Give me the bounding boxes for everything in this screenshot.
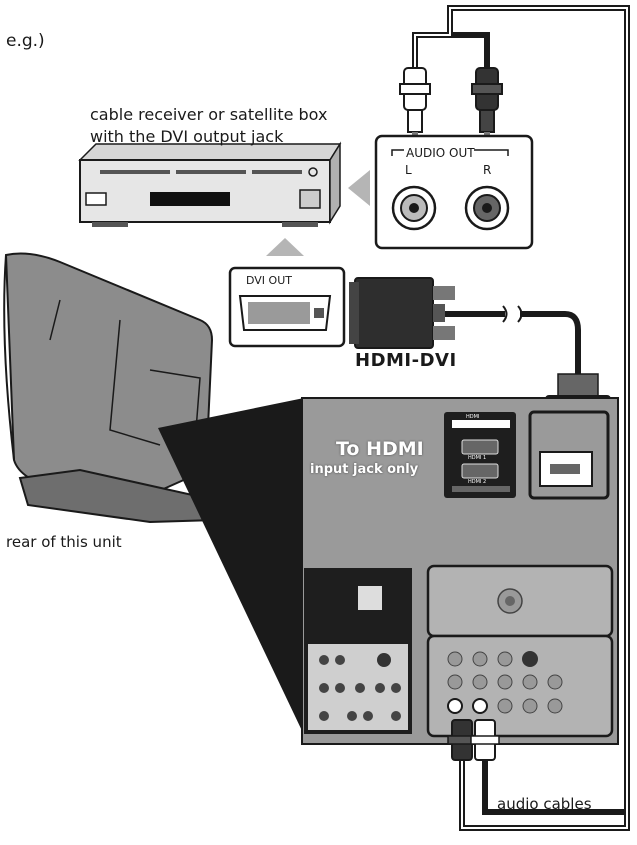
to-hdmi-label: To HDMI bbox=[336, 438, 424, 460]
hdmi-dvi-cable-label: HDMI-DVI bbox=[355, 350, 457, 371]
example-label: e.g.) bbox=[6, 31, 45, 51]
rear-unit-label: rear of this unit bbox=[6, 533, 122, 551]
hdmi-dvi-cable bbox=[445, 311, 581, 376]
rca-plug-right bbox=[471, 67, 503, 142]
arrow-up-icon bbox=[266, 238, 304, 256]
rca-plug-left bbox=[399, 67, 431, 142]
audio-out-jack-left bbox=[391, 185, 437, 231]
zoom-wedge bbox=[158, 398, 304, 735]
audio-cables-label: audio cables bbox=[497, 795, 592, 813]
av-connector-block bbox=[304, 568, 412, 734]
audio-cable-loop-bottom bbox=[482, 760, 627, 815]
receiver-box bbox=[78, 141, 342, 227]
audio-cable-loop-inner bbox=[450, 32, 490, 70]
audio-left-label: L bbox=[405, 163, 412, 177]
dvi-plug bbox=[349, 277, 455, 349]
rca-plug-bottom-right bbox=[470, 719, 500, 761]
dvi-out-label: DVI OUT bbox=[246, 274, 292, 287]
receiver-label: cable receiver or satellite box with the… bbox=[90, 104, 327, 148]
arrow-left-icon bbox=[348, 170, 370, 206]
hdmi-module-title: HDMI bbox=[466, 414, 480, 420]
recessed-panel bbox=[426, 564, 614, 738]
hdmi-1-label: HDMI 1 bbox=[468, 455, 487, 461]
hdmi-input-receptacle bbox=[528, 410, 610, 500]
hdmi-port-module bbox=[444, 412, 516, 498]
dvi-port bbox=[238, 295, 332, 331]
audio-out-jack-right bbox=[464, 185, 510, 231]
receiver-label-line1: cable receiver or satellite box bbox=[90, 105, 328, 124]
receiver-label-line2: with the DVI output jack bbox=[90, 127, 284, 146]
audio-right-label: R bbox=[483, 163, 492, 177]
hdmi-2-label: HDMI 2 bbox=[468, 479, 487, 485]
tv-rear-illustration bbox=[3, 252, 216, 524]
input-jack-only-label: input jack only bbox=[310, 462, 419, 477]
audio-out-label: AUDIO OUT bbox=[406, 146, 475, 160]
